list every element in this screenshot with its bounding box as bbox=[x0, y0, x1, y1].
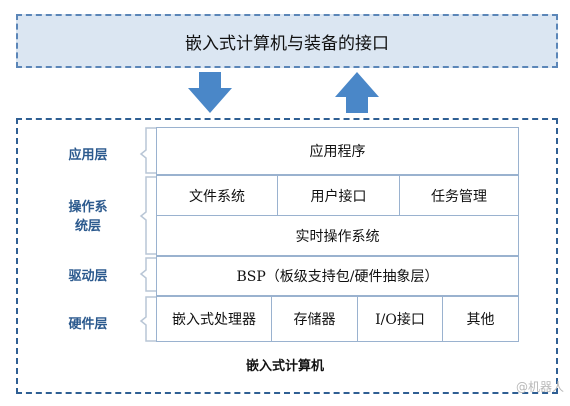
layer-label-app: 应用层 bbox=[68, 148, 108, 163]
bracket-app bbox=[139, 127, 156, 174]
down-arrow-icon bbox=[188, 72, 232, 113]
up-arrow-icon bbox=[335, 72, 379, 113]
cell-io-text: I/O接口 bbox=[375, 312, 425, 328]
cell-user-interface: 用户接口 bbox=[277, 175, 400, 216]
interface-banner-text: 嵌入式计算机与装备的接口 bbox=[185, 33, 389, 54]
cell-processor: 嵌入式处理器 bbox=[156, 296, 272, 342]
cell-task-management: 任务管理 bbox=[399, 175, 519, 216]
cell-other: 其他 bbox=[442, 296, 519, 342]
layer-label-hw: 硬件层 bbox=[68, 317, 108, 332]
cell-rtos: 实时操作系统 bbox=[156, 215, 519, 256]
cell-bsp-text: BSP（板级支持包/硬件抽象层） bbox=[236, 269, 439, 285]
cell-file-system: 文件系统 bbox=[156, 175, 278, 216]
interface-banner: 嵌入式计算机与装备的接口 bbox=[16, 14, 558, 68]
layer-label-os: 操作系统层 bbox=[68, 200, 108, 234]
bracket-hw bbox=[139, 296, 156, 342]
cell-memory-text: 存储器 bbox=[293, 312, 336, 328]
cell-task-management-text: 任务管理 bbox=[431, 188, 487, 205]
cell-other-text: 其他 bbox=[466, 312, 495, 328]
cell-processor-text: 嵌入式处理器 bbox=[172, 312, 256, 328]
cell-rtos-text: 实时操作系统 bbox=[295, 228, 380, 245]
cell-bsp: BSP（板级支持包/硬件抽象层） bbox=[156, 256, 519, 296]
cell-io: I/O接口 bbox=[357, 296, 443, 342]
bracket-driver bbox=[139, 257, 156, 292]
cell-file-system-text: 文件系统 bbox=[189, 188, 245, 205]
cell-application: 应用程序 bbox=[156, 127, 519, 175]
bracket-os bbox=[139, 176, 156, 255]
footer-title: 嵌入式计算机 bbox=[245, 359, 324, 374]
embedded-computer-frame bbox=[16, 118, 558, 394]
cell-application-text: 应用程序 bbox=[309, 144, 366, 160]
layer-label-driver: 驱动层 bbox=[68, 269, 108, 284]
cell-user-interface-text: 用户接口 bbox=[310, 188, 367, 205]
cell-memory: 存储器 bbox=[271, 296, 358, 342]
arrows bbox=[188, 72, 379, 113]
watermark: @机器人 bbox=[516, 380, 565, 394]
